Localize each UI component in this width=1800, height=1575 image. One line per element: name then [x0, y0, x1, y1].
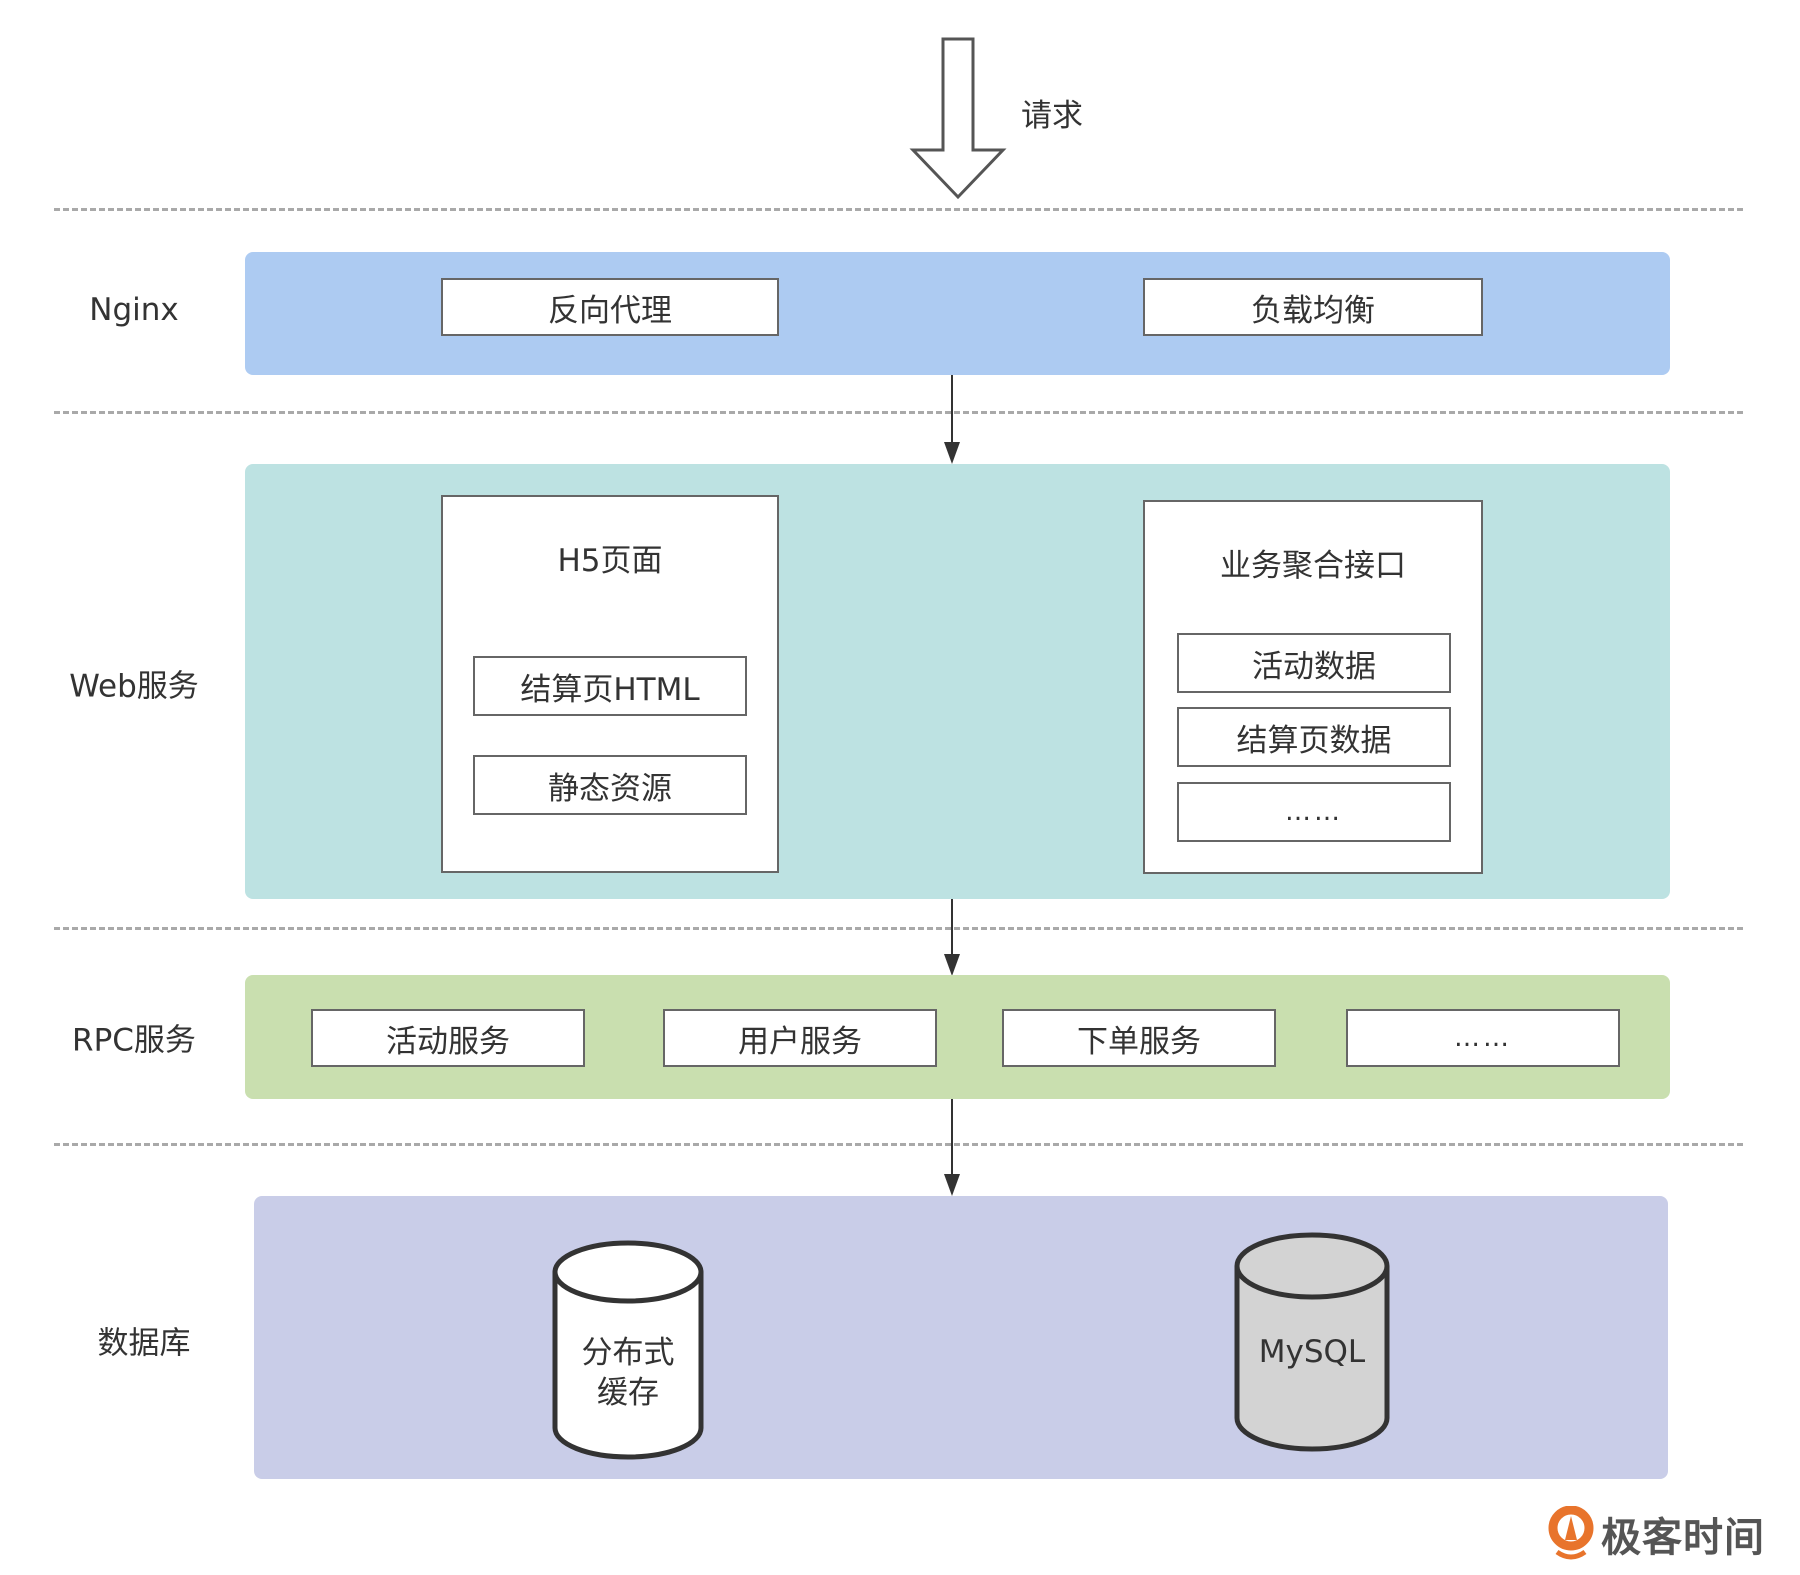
layer-label-nginx: Nginx — [89, 292, 179, 328]
rpc-item-more: …… — [1346, 1009, 1620, 1067]
nginx-item-load-balancing: 负载均衡 — [1143, 278, 1483, 336]
layer-label-rpc: RPC服务 — [72, 1022, 196, 1059]
connector-line — [951, 899, 953, 955]
rpc-item-activity-service: 活动服务 — [311, 1009, 585, 1067]
api-item-more: …… — [1177, 782, 1451, 842]
connector-line — [951, 1099, 953, 1176]
api-item-activity-data: 活动数据 — [1177, 633, 1451, 693]
distributed-cache-label-line2: 缓存 — [597, 1375, 659, 1411]
h5-page-title: H5页面 — [557, 543, 663, 579]
database-layer — [254, 1196, 1668, 1479]
web-layer: H5页面 结算页HTML 静态资源 业务聚合接口 活动数据 结算页数据 …… — [245, 464, 1670, 899]
connector-arrowhead-icon — [944, 1174, 960, 1196]
layer-label-web: Web服务 — [69, 668, 199, 705]
watermark-text: 极客时间 — [1601, 1515, 1765, 1561]
connector-arrowhead-icon — [944, 442, 960, 464]
distributed-cache-label: 分布式 缓存 — [568, 1333, 688, 1413]
rpc-layer: 活动服务 用户服务 下单服务 …… — [245, 975, 1670, 1099]
rpc-item-order-service: 下单服务 — [1002, 1009, 1276, 1067]
layer-divider — [54, 208, 1743, 211]
distributed-cache-cylinder-icon — [552, 1240, 704, 1460]
api-item-checkout-data: 结算页数据 — [1177, 707, 1451, 767]
rpc-item-user-service: 用户服务 — [663, 1009, 937, 1067]
mysql-cylinder-icon — [1234, 1232, 1390, 1452]
business-api-title: 业务聚合接口 — [1220, 548, 1406, 584]
h5-page-panel: H5页面 结算页HTML 静态资源 — [441, 495, 779, 873]
distributed-cache-label-line1: 分布式 — [581, 1335, 675, 1371]
geektime-logo-icon — [1548, 1506, 1594, 1560]
layer-divider — [54, 927, 1743, 930]
h5-item-static-resources: 静态资源 — [473, 755, 747, 815]
layer-divider — [54, 1143, 1743, 1146]
h5-item-checkout-html: 结算页HTML — [473, 656, 747, 716]
layer-label-database: 数据库 — [97, 1325, 191, 1362]
mysql-label: MySQL — [1258, 1334, 1366, 1370]
layer-divider — [54, 411, 1743, 414]
business-api-panel: 业务聚合接口 活动数据 结算页数据 …… — [1143, 500, 1483, 874]
connector-arrowhead-icon — [944, 954, 960, 976]
nginx-layer: 反向代理 负载均衡 — [245, 252, 1670, 375]
nginx-item-reverse-proxy: 反向代理 — [441, 278, 779, 336]
request-label: 请求 — [1021, 98, 1083, 134]
watermark: 极客时间 — [1547, 1505, 1765, 1563]
request-arrow-icon — [909, 37, 1007, 200]
connector-line — [951, 375, 953, 443]
